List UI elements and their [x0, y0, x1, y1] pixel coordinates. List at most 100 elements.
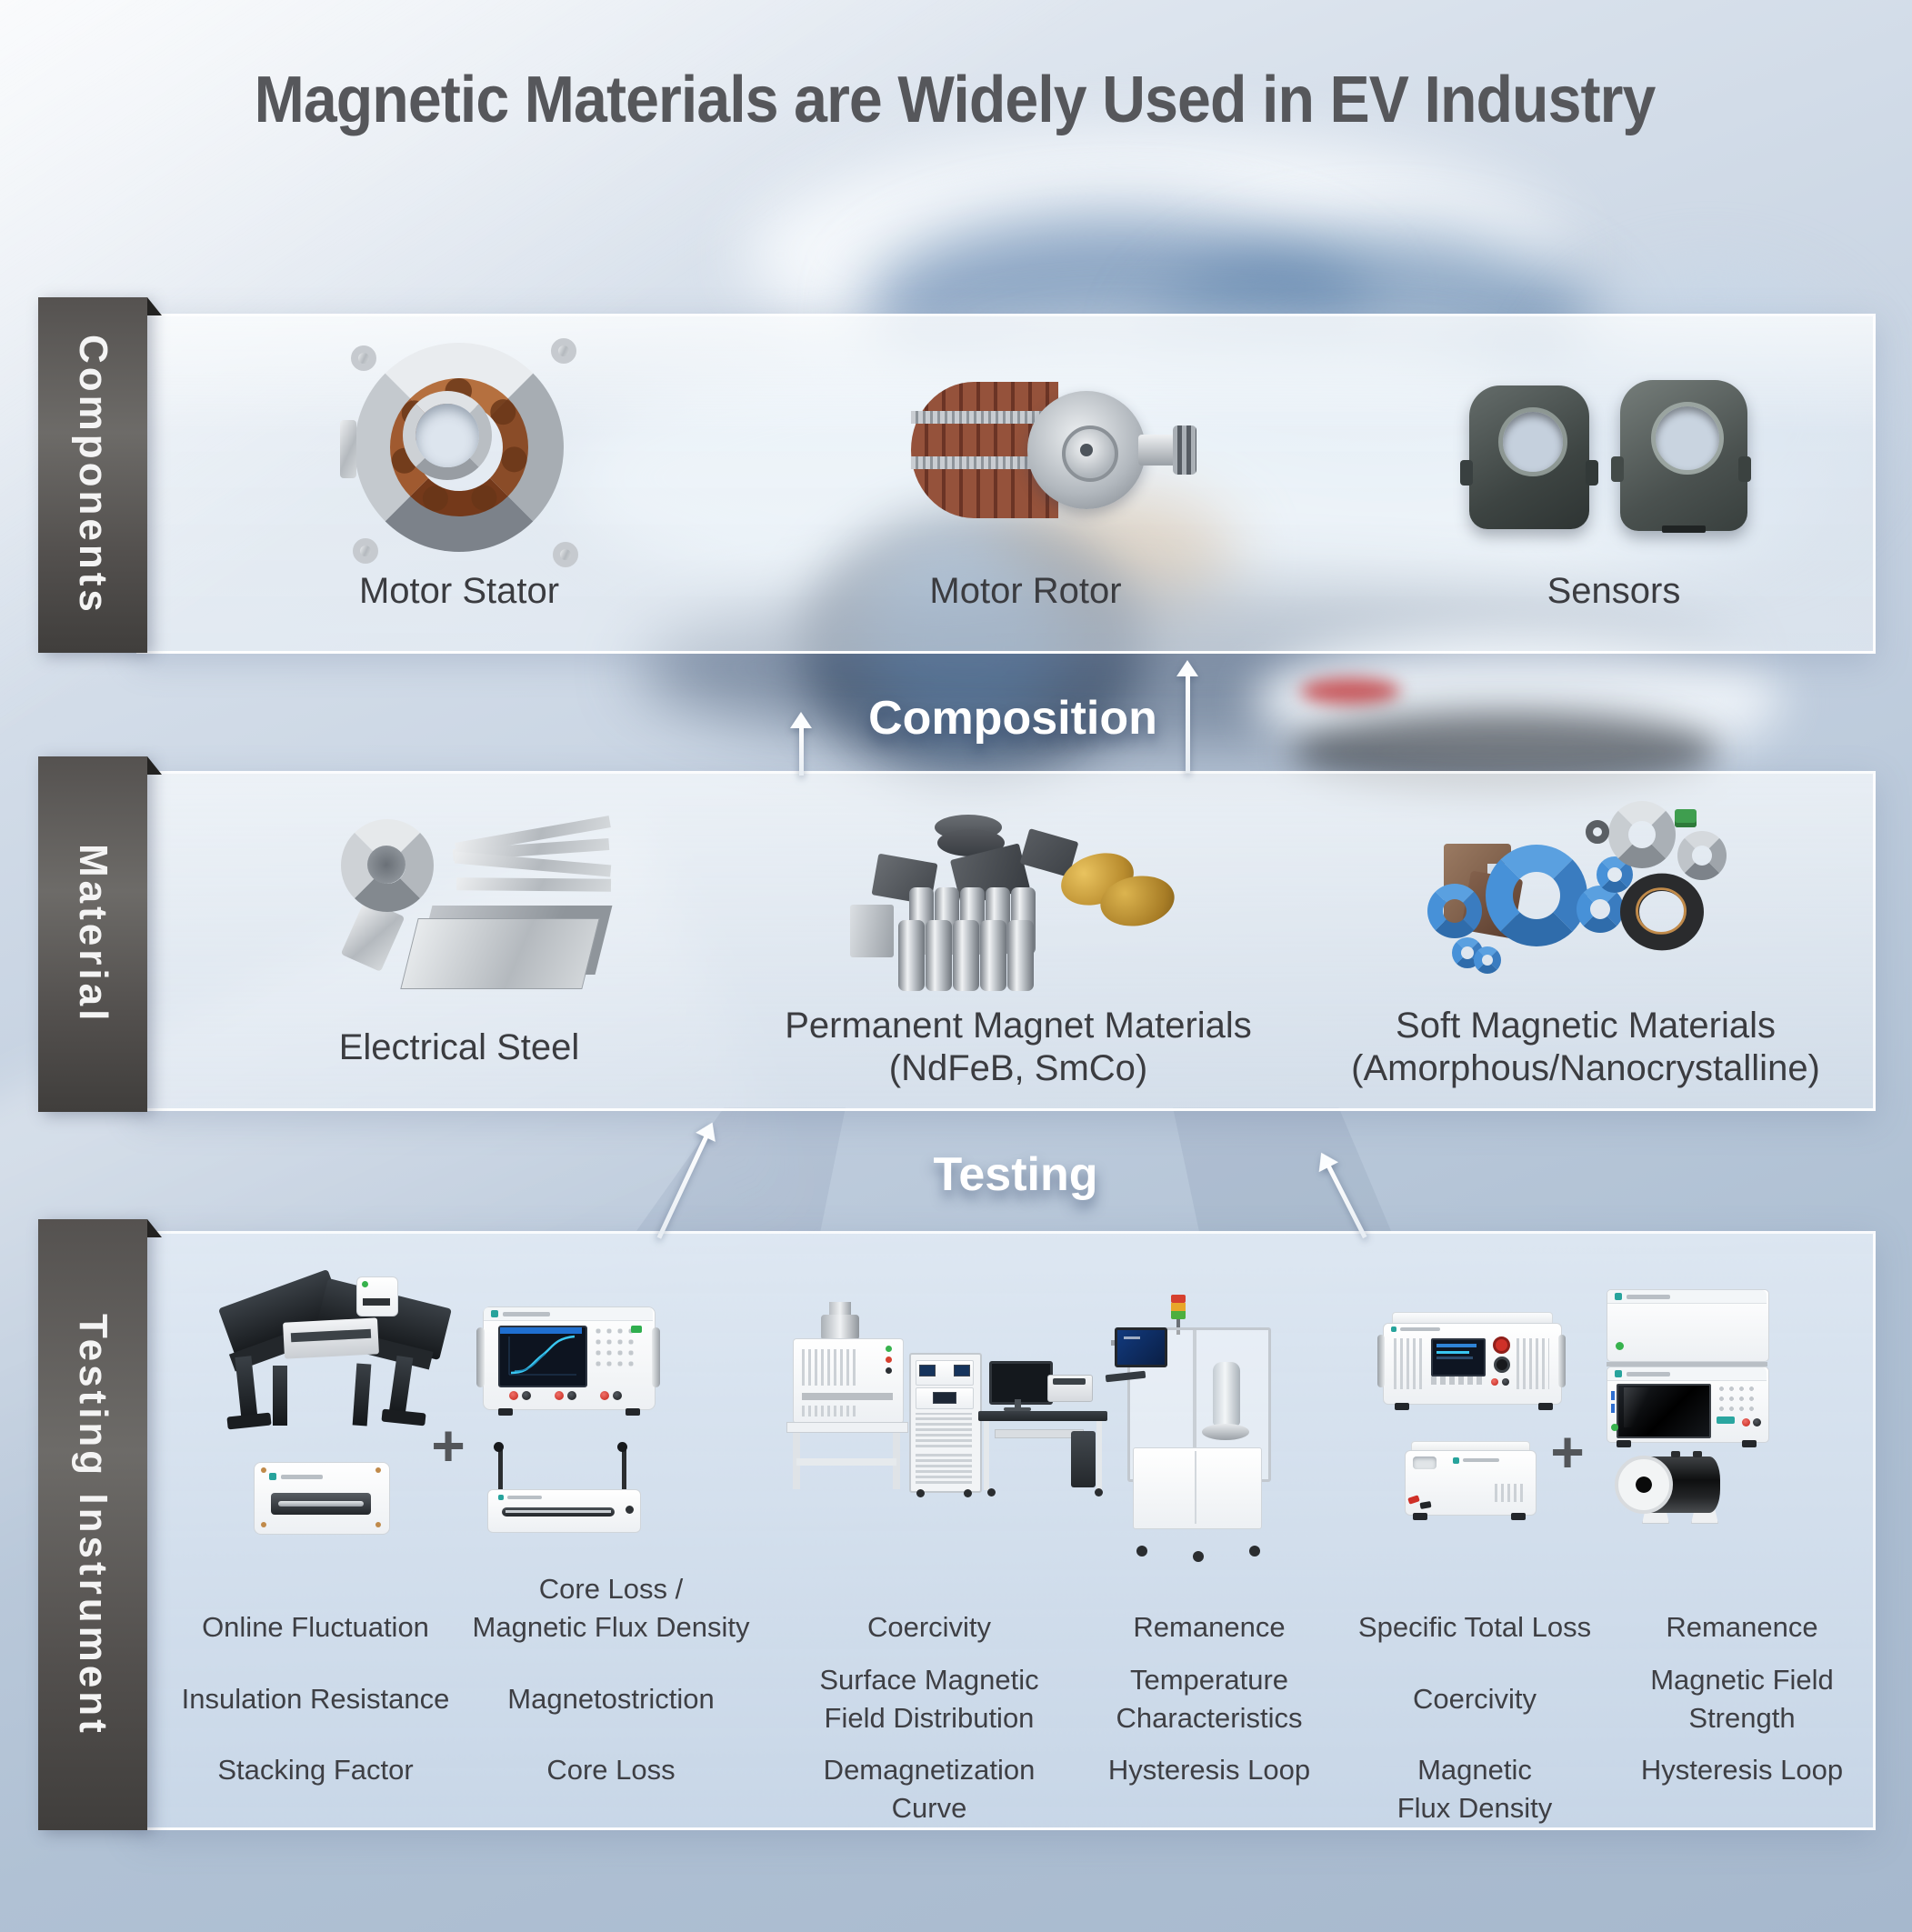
- permanent-magnet-label: Permanent Magnet Materials (NdFeB, SmCo): [785, 1005, 1252, 1090]
- steel-sheet-front: [400, 918, 600, 989]
- testing-label-online-fluctuation: Online Fluctuation: [202, 1611, 429, 1643]
- terminal-black: [522, 1391, 531, 1400]
- material-label-line: Electrical Steel: [338, 1027, 580, 1067]
- foot: [1742, 1440, 1757, 1447]
- terminal-black: [613, 1391, 622, 1400]
- hv-connector: [1493, 1336, 1510, 1354]
- screen-text-line: [1124, 1336, 1140, 1339]
- sensor-ear: [1738, 456, 1751, 482]
- screen-bar: [1437, 1356, 1473, 1359]
- rotor-lamination-band: [911, 456, 1058, 469]
- sensor-ear: [1460, 460, 1473, 486]
- monitor: [989, 1361, 1053, 1405]
- machine-foot: [381, 1408, 426, 1426]
- icon-row: [1431, 1376, 1482, 1385]
- probe-knob: [617, 1442, 627, 1452]
- testing-flow-label: Testing: [933, 1148, 1098, 1201]
- furnace-neck: [829, 1302, 851, 1316]
- caster: [1249, 1546, 1260, 1557]
- testing-label-remanence: Remanence: [1666, 1611, 1818, 1643]
- brand-logo-icon: [491, 1310, 498, 1317]
- ndfeb-cylinder: [953, 920, 979, 991]
- metal-core-ring: [1608, 801, 1676, 868]
- keypad: [593, 1326, 638, 1371]
- testing-label-stacking-factor: Stacking Factor: [217, 1754, 414, 1786]
- terminal-red: [509, 1391, 518, 1400]
- connector: [626, 1506, 634, 1514]
- station-monitor: [1115, 1327, 1167, 1367]
- module-display: [933, 1392, 956, 1404]
- foot: [1538, 1403, 1553, 1410]
- coil-nub: [1671, 1451, 1680, 1457]
- stator-bore: [415, 404, 479, 467]
- brand-logo-icon: [1615, 1370, 1622, 1377]
- testing-label-insulation-resistance: Insulation Resistance: [181, 1683, 450, 1715]
- machine-foot: [226, 1412, 272, 1430]
- coil-end-cap: [1615, 1456, 1673, 1514]
- screen-bar: [1437, 1344, 1477, 1347]
- stator-ear: [351, 345, 376, 371]
- terminal-black: [567, 1391, 576, 1400]
- brand-text: [281, 1475, 323, 1479]
- screen-glare: [1624, 1387, 1651, 1427]
- arrow-up-icon: [1176, 660, 1198, 773]
- foot: [1413, 1513, 1427, 1520]
- station-cabinet: [1133, 1447, 1262, 1529]
- machine-post: [388, 1356, 414, 1416]
- screw: [261, 1467, 266, 1473]
- brand-text: [1400, 1327, 1440, 1331]
- analyzer-header: [484, 1307, 653, 1321]
- brand-logo-icon: [1453, 1457, 1459, 1464]
- brand-logo-icon: [269, 1473, 276, 1480]
- table-leg: [893, 1433, 900, 1489]
- green-connector: [1675, 809, 1697, 827]
- caster: [916, 1489, 925, 1497]
- sensor-ear: [1611, 456, 1624, 482]
- probe-knob: [494, 1442, 504, 1452]
- indicator-led: [362, 1281, 368, 1287]
- knob: [1494, 1356, 1510, 1373]
- steel-coil-core: [367, 846, 405, 884]
- power-button: [1616, 1342, 1624, 1350]
- side-handle: [1558, 1335, 1566, 1387]
- analyzer-header: [1607, 1367, 1767, 1381]
- chamber-header: [1607, 1290, 1767, 1304]
- metal-core-ring: [1677, 831, 1727, 880]
- terminal-red: [600, 1391, 609, 1400]
- testing-label-coercivity: Coercivity: [1412, 1683, 1537, 1715]
- brand-text: [507, 1496, 542, 1499]
- motor-rotor-label: Motor Rotor: [929, 571, 1122, 611]
- magnet-silver-block: [850, 905, 894, 957]
- terminal-red: [1742, 1418, 1750, 1426]
- terminal-red: [555, 1391, 564, 1400]
- chamber-hub: [1202, 1424, 1249, 1440]
- monitor-stand: [1015, 1399, 1021, 1407]
- desk-top: [978, 1411, 1107, 1421]
- indicator-led: [886, 1356, 892, 1363]
- usb-slot: [1611, 1391, 1615, 1400]
- signal-light-green: [1171, 1311, 1186, 1319]
- sensors-label: Sensors: [1547, 571, 1681, 611]
- electrical-steel-label: Electrical Steel: [339, 1026, 580, 1069]
- usb-slot: [1611, 1404, 1615, 1413]
- rack-vents: [916, 1453, 972, 1484]
- side-handle: [476, 1327, 485, 1387]
- car-tail-light: [1300, 677, 1400, 705]
- desk-leg: [1096, 1421, 1102, 1490]
- foot: [498, 1408, 513, 1416]
- blue-toroid-small: [1597, 856, 1633, 893]
- components-ribbon: Components: [38, 297, 162, 653]
- large-screen: [1617, 1384, 1711, 1438]
- brand-text: [1627, 1295, 1670, 1299]
- blue-toroid: [1577, 886, 1624, 933]
- material-label-line: Permanent Magnet Materials: [785, 1006, 1252, 1046]
- box-vents: [1495, 1484, 1526, 1502]
- slot-line: [506, 1510, 611, 1513]
- brand-logo-icon: [498, 1495, 504, 1500]
- tester-vents: [1517, 1338, 1549, 1389]
- composition-flow-label: Composition: [868, 692, 1157, 745]
- motor-stator-label: Motor Stator: [358, 571, 560, 611]
- furnace-vents: [802, 1406, 858, 1416]
- stator-ear: [551, 338, 576, 364]
